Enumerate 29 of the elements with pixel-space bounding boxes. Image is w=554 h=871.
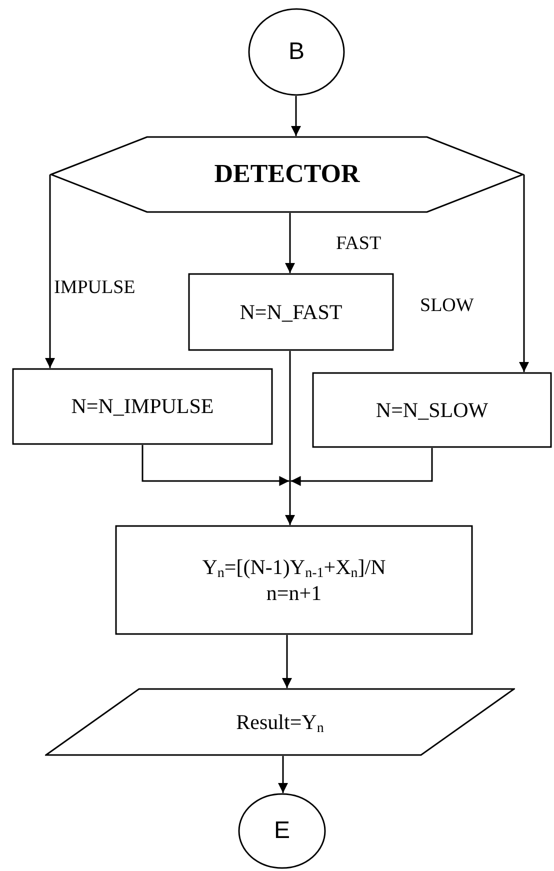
arrow xyxy=(278,756,288,793)
arrow xyxy=(45,174,55,368)
node-text: B xyxy=(288,37,304,67)
node-text: N=N_IMPULSE xyxy=(71,393,214,420)
arrow xyxy=(142,445,290,486)
arrow xyxy=(291,96,301,136)
arrow xyxy=(519,174,529,372)
process-box xyxy=(188,273,394,351)
node-text: Result=Y$_{n}$ xyxy=(236,708,324,736)
process-box xyxy=(12,368,273,445)
node-text: E xyxy=(274,816,290,846)
process-box xyxy=(312,372,552,448)
process-box xyxy=(115,525,473,635)
arrow xyxy=(282,635,292,688)
preparation-hexagon xyxy=(50,136,524,213)
node-text: N=N_FAST xyxy=(240,298,342,326)
node-text: Y$_{n}$=[(N-1)Y$_{n-1}$+X$_{n}$]/N xyxy=(202,554,386,580)
node-text: N=N_SLOW xyxy=(376,396,488,424)
edge-label: FAST xyxy=(336,234,382,253)
edge-label: SLOW xyxy=(420,296,474,315)
arrow xyxy=(290,448,433,486)
arrow xyxy=(285,213,295,273)
arrow xyxy=(285,481,295,525)
node-text: DETECTOR xyxy=(214,158,360,190)
output-parallelogram xyxy=(45,688,515,756)
node-text: n=n+1 xyxy=(266,580,322,606)
connector-circle xyxy=(238,793,326,869)
edge-label: IMPULSE xyxy=(54,278,136,297)
connector-circle xyxy=(248,8,345,96)
